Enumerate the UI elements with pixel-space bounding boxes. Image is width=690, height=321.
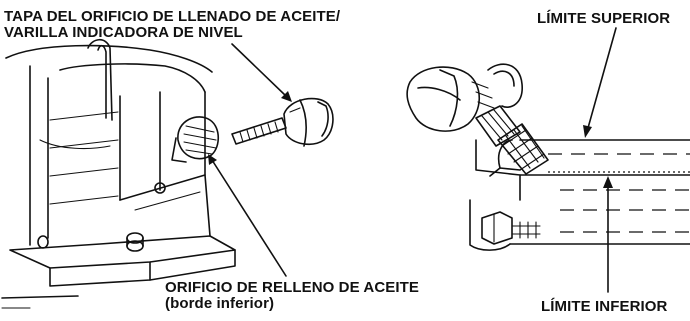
cap-leader-line: [231, 43, 287, 97]
upper-limit-leader-arrow: [583, 125, 592, 138]
upper-limit-label: LÍMITE SUPERIOR: [537, 10, 671, 27]
engine-case-illustration: [1, 38, 236, 309]
oil-level-cross-section: [406, 63, 690, 251]
oil-filler-opening: [171, 116, 220, 163]
filler-label-line2: (borde inferior): [165, 295, 275, 312]
lower-limit-leader-arrow: [603, 176, 613, 188]
dipstick-cap-left: [231, 97, 334, 147]
filler-leader-line: [211, 159, 287, 277]
filler-leader-arrow: [208, 154, 217, 165]
filler-label-line1: ORIFICIO DE RELLENO DE ACEITE: [165, 279, 420, 296]
upper-limit-leader-line: [587, 27, 617, 129]
cap-leader-arrow: [281, 91, 292, 102]
lower-limit-label: LÍMITE INFERIOR: [541, 298, 668, 315]
cap-label-line1: TAPA DEL ORIFICIO DE LLENADO DE ACEITE/: [4, 8, 341, 25]
cap-label-line2: VARILLA INDICADORA DE NIVEL: [4, 24, 243, 41]
